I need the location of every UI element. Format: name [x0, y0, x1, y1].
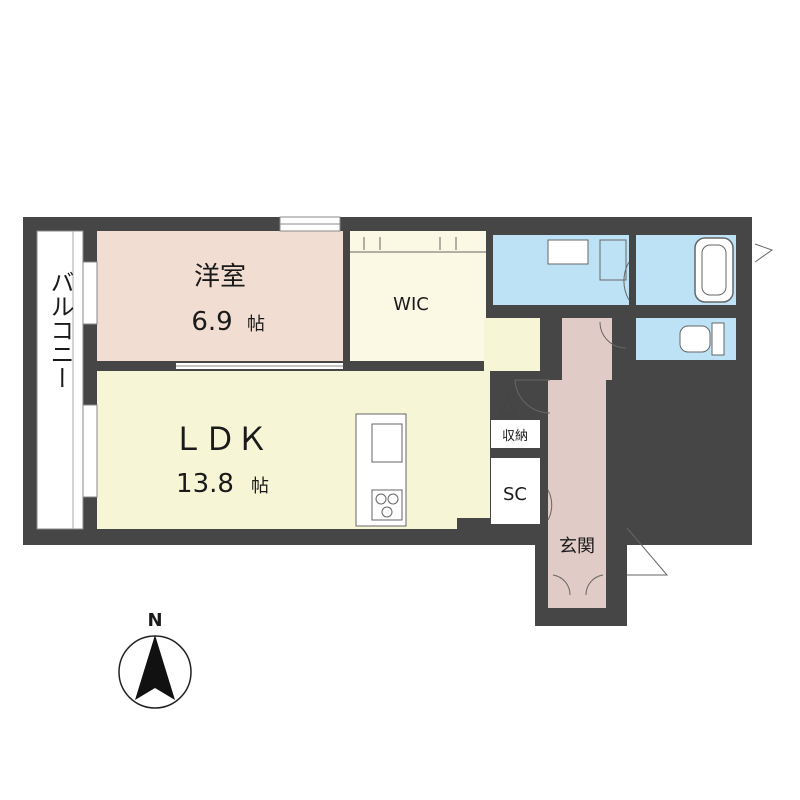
- storage-label: 収納: [502, 429, 528, 444]
- front-door-icon: [626, 527, 669, 576]
- bathtub: [694, 237, 734, 303]
- compass: N: [118, 610, 192, 709]
- kitchen-counter: [355, 413, 407, 527]
- storage-floor: [491, 420, 540, 448]
- washbasin: [547, 239, 589, 265]
- entrance-label: 玄関: [559, 536, 595, 557]
- ldk-size: 13.8: [176, 469, 234, 499]
- compass-label: N: [147, 610, 162, 631]
- wic-floor: [350, 231, 486, 361]
- north-arrow-icon: [135, 635, 175, 700]
- hall-door-icon: [599, 321, 627, 349]
- western-room-name: 洋室: [194, 262, 246, 292]
- entrance-floor: [548, 482, 606, 608]
- balcony-area: [36, 230, 84, 530]
- wic-label: WIC: [393, 294, 429, 315]
- washing-machine-space: [599, 239, 627, 281]
- western-room-unit: 帖: [247, 314, 265, 335]
- ldk-floor: [97, 371, 362, 529]
- warning-triangle-icon: [497, 396, 519, 417]
- hallway-floor: [548, 318, 612, 482]
- balcony-label: バルコニー: [46, 270, 74, 390]
- ldk-unit: 帖: [251, 476, 269, 497]
- toilet-fixture: [679, 325, 711, 353]
- ldk-corridor-floor: [484, 318, 540, 371]
- stove-icon: [371, 489, 403, 521]
- western-room-floor: [97, 231, 343, 361]
- sc-label: SC: [503, 484, 527, 505]
- ldk-name: ＬＤＫ: [172, 420, 268, 458]
- western-room-size: 6.9: [191, 307, 232, 337]
- sink-icon: [371, 423, 403, 463]
- sc-floor: [491, 458, 540, 524]
- ldk-door-icon: [514, 379, 551, 414]
- sc-door-icon: [547, 489, 553, 521]
